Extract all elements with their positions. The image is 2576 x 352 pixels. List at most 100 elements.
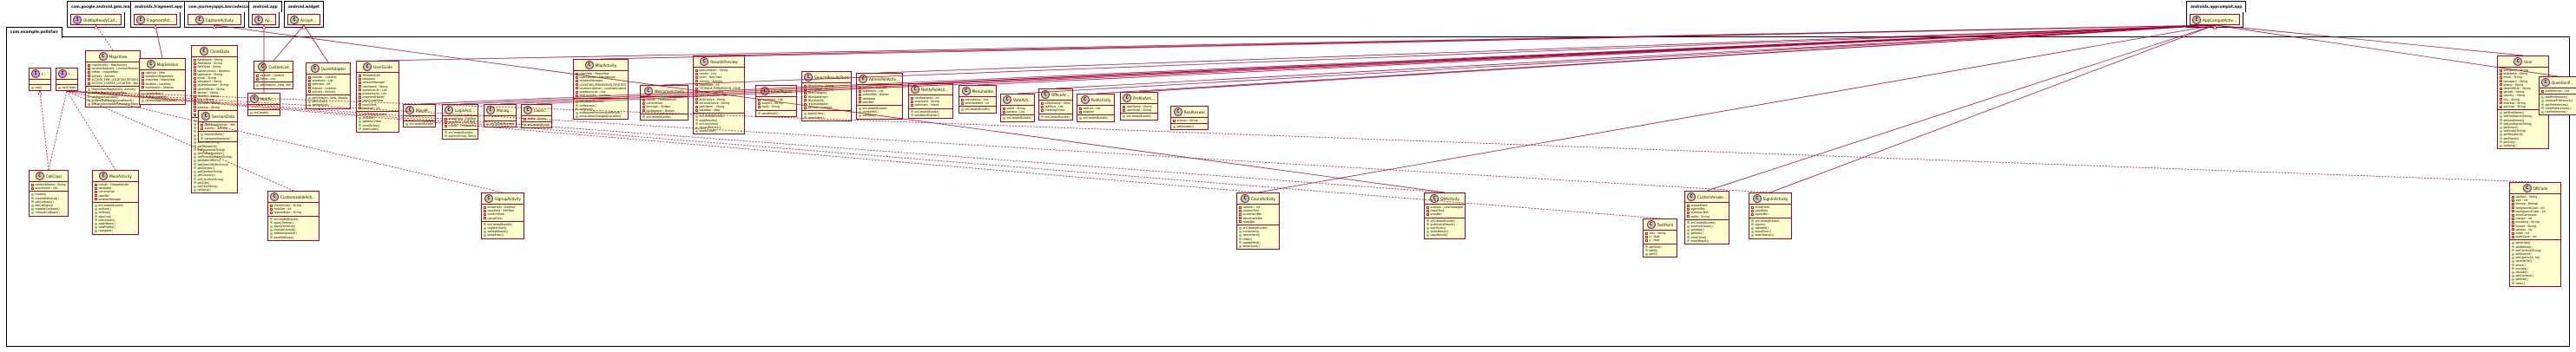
field: arguments : List bbox=[31, 186, 66, 190]
class-icon: C bbox=[2192, 16, 2201, 24]
field: emailField bbox=[1751, 205, 1789, 209]
class-name: QuestionPreference bbox=[2552, 80, 2574, 85]
methods-section: onCreate(Bundle) bbox=[404, 121, 435, 127]
class-icon: C bbox=[524, 106, 532, 114]
public-visibility-icon bbox=[1079, 117, 1082, 120]
private-visibility-icon bbox=[270, 212, 273, 214]
field: margin : int bbox=[2512, 217, 2559, 220]
member-text: quietZone : int bbox=[2515, 235, 2537, 239]
method: decrement() bbox=[1239, 233, 1277, 237]
member-text: clearFilter() bbox=[807, 115, 824, 120]
class-name: Menuholder bbox=[972, 88, 994, 94]
private-visibility-icon bbox=[194, 66, 196, 68]
class-icon: C bbox=[486, 106, 495, 114]
private-visibility-icon bbox=[194, 62, 196, 65]
field: activity : Activity bbox=[88, 75, 138, 78]
field: quietZone : int bbox=[2512, 235, 2559, 238]
private-visibility-icon bbox=[804, 88, 807, 91]
public-visibility-icon bbox=[1239, 234, 1242, 238]
private-visibility-icon bbox=[859, 86, 861, 89]
methods-section: onCreate(Bundle)onResume()onPause()onReq… bbox=[574, 99, 628, 119]
member-text: activity : Activity bbox=[91, 74, 115, 78]
class-name: PollActivity bbox=[1090, 97, 1111, 102]
class-name: ProfileActivity bbox=[1133, 95, 1156, 101]
public-visibility-icon bbox=[95, 222, 97, 225]
class-box-icallable-no-args: IICallableNoArgscall() bbox=[29, 68, 51, 92]
fields-section: pollId : String bbox=[522, 116, 551, 123]
member-text: meetingTimes bbox=[1044, 108, 1065, 113]
member-text: phone : String bbox=[2503, 82, 2524, 87]
methods-section: onCreate(Bundle) bbox=[1001, 115, 1034, 121]
member-text: locationRequest : LocationRequest bbox=[91, 67, 139, 71]
public-visibility-icon bbox=[31, 200, 34, 204]
public-visibility-icon bbox=[2500, 134, 2502, 137]
field: textSize : int bbox=[359, 107, 397, 110]
method: call(Object) bbox=[58, 86, 76, 89]
methods-section: getAnswer() bbox=[1171, 124, 1208, 129]
public-visibility-icon bbox=[576, 104, 578, 108]
public-visibility-icon bbox=[194, 119, 196, 122]
method: getY() bbox=[1645, 252, 1675, 256]
method: loadProfile() bbox=[95, 225, 136, 229]
public-visibility-icon bbox=[88, 99, 90, 102]
public-visibility-icon bbox=[270, 221, 273, 225]
class-icon: C bbox=[250, 95, 259, 103]
class-name: EmailAgent bbox=[770, 88, 792, 94]
private-visibility-icon bbox=[95, 191, 97, 193]
field: items : List bbox=[256, 77, 291, 81]
public-visibility-icon bbox=[1426, 230, 1429, 233]
member-text: selectedItem : int bbox=[965, 101, 990, 106]
method: call() bbox=[31, 86, 49, 89]
member-text: showError() bbox=[487, 233, 504, 238]
method: onCreate(Bundle) bbox=[405, 122, 433, 126]
member-text: getCallback() bbox=[35, 199, 54, 204]
public-visibility-icon bbox=[194, 160, 196, 163]
method: onCreate(Bundle) bbox=[1003, 116, 1032, 120]
class-name: MapActivity bbox=[595, 62, 617, 68]
private-visibility-icon bbox=[2512, 203, 2514, 205]
class-icon: C bbox=[859, 75, 867, 83]
field: fieldValue : String bbox=[194, 62, 235, 65]
class-name: RealAnswer bbox=[1183, 109, 1206, 114]
method: openSignup() bbox=[1751, 233, 1789, 237]
private-visibility-icon bbox=[445, 125, 447, 127]
private-visibility-icon bbox=[524, 117, 526, 121]
private-visibility-icon bbox=[576, 83, 578, 87]
member-text: email : String bbox=[197, 76, 216, 81]
class-name: MainMenuActivity bbox=[416, 108, 433, 113]
member-text: lastLocation : Location bbox=[579, 94, 611, 98]
methods-section: onCreate(Bundle)onActivityResult()startS… bbox=[1425, 218, 1465, 238]
class-icon: C bbox=[405, 106, 414, 114]
member-text: version : int bbox=[2515, 227, 2533, 231]
public-visibility-icon bbox=[445, 134, 447, 138]
member-text: preferences : List bbox=[2545, 89, 2570, 93]
private-visibility-icon bbox=[642, 98, 645, 101]
member-text: password : String bbox=[2503, 79, 2528, 83]
member-text: activity : Activity bbox=[204, 127, 228, 131]
field: phone : String bbox=[2500, 83, 2546, 87]
private-visibility-icon bbox=[1687, 204, 1690, 207]
field: password : String bbox=[2500, 80, 2546, 83]
public-visibility-icon bbox=[2512, 267, 2514, 271]
public-visibility-icon bbox=[1687, 221, 1690, 225]
private-visibility-icon bbox=[695, 101, 698, 105]
method: saveCount() bbox=[1239, 244, 1277, 248]
member-text: invoke() bbox=[35, 192, 47, 197]
public-visibility-icon bbox=[1426, 234, 1429, 238]
field: preferences : List bbox=[2541, 89, 2574, 93]
class-name: UserGuide bbox=[373, 64, 392, 69]
